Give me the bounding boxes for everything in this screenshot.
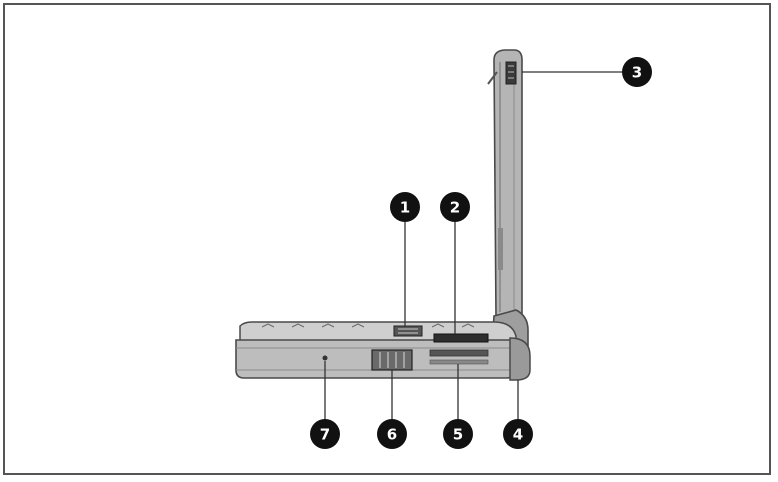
callout-4: 4 bbox=[503, 419, 533, 449]
leader-lines bbox=[324, 71, 622, 420]
callout-6-label: 6 bbox=[387, 426, 397, 444]
callout-7-label: 7 bbox=[320, 426, 330, 444]
side-port-block bbox=[371, 349, 413, 371]
side-jack bbox=[322, 355, 328, 361]
callout-3: 3 bbox=[622, 57, 652, 87]
callout-5-label: 5 bbox=[453, 426, 463, 444]
top-surface-slot bbox=[433, 333, 489, 343]
callout-7: 7 bbox=[310, 419, 340, 449]
callout-4-label: 4 bbox=[513, 426, 523, 444]
top-surface-switches bbox=[393, 325, 423, 337]
display-panel bbox=[493, 49, 523, 325]
callout-2: 2 bbox=[440, 192, 470, 222]
callout-1: 1 bbox=[390, 192, 420, 222]
callout-1-label: 1 bbox=[400, 199, 410, 217]
callout-6: 6 bbox=[377, 419, 407, 449]
callout-3-label: 3 bbox=[632, 64, 642, 82]
display-latch bbox=[487, 61, 517, 85]
callout-5: 5 bbox=[443, 419, 473, 449]
callout-2-label: 2 bbox=[450, 199, 460, 217]
rear-end-cap bbox=[509, 337, 531, 381]
side-slot bbox=[429, 349, 489, 365]
